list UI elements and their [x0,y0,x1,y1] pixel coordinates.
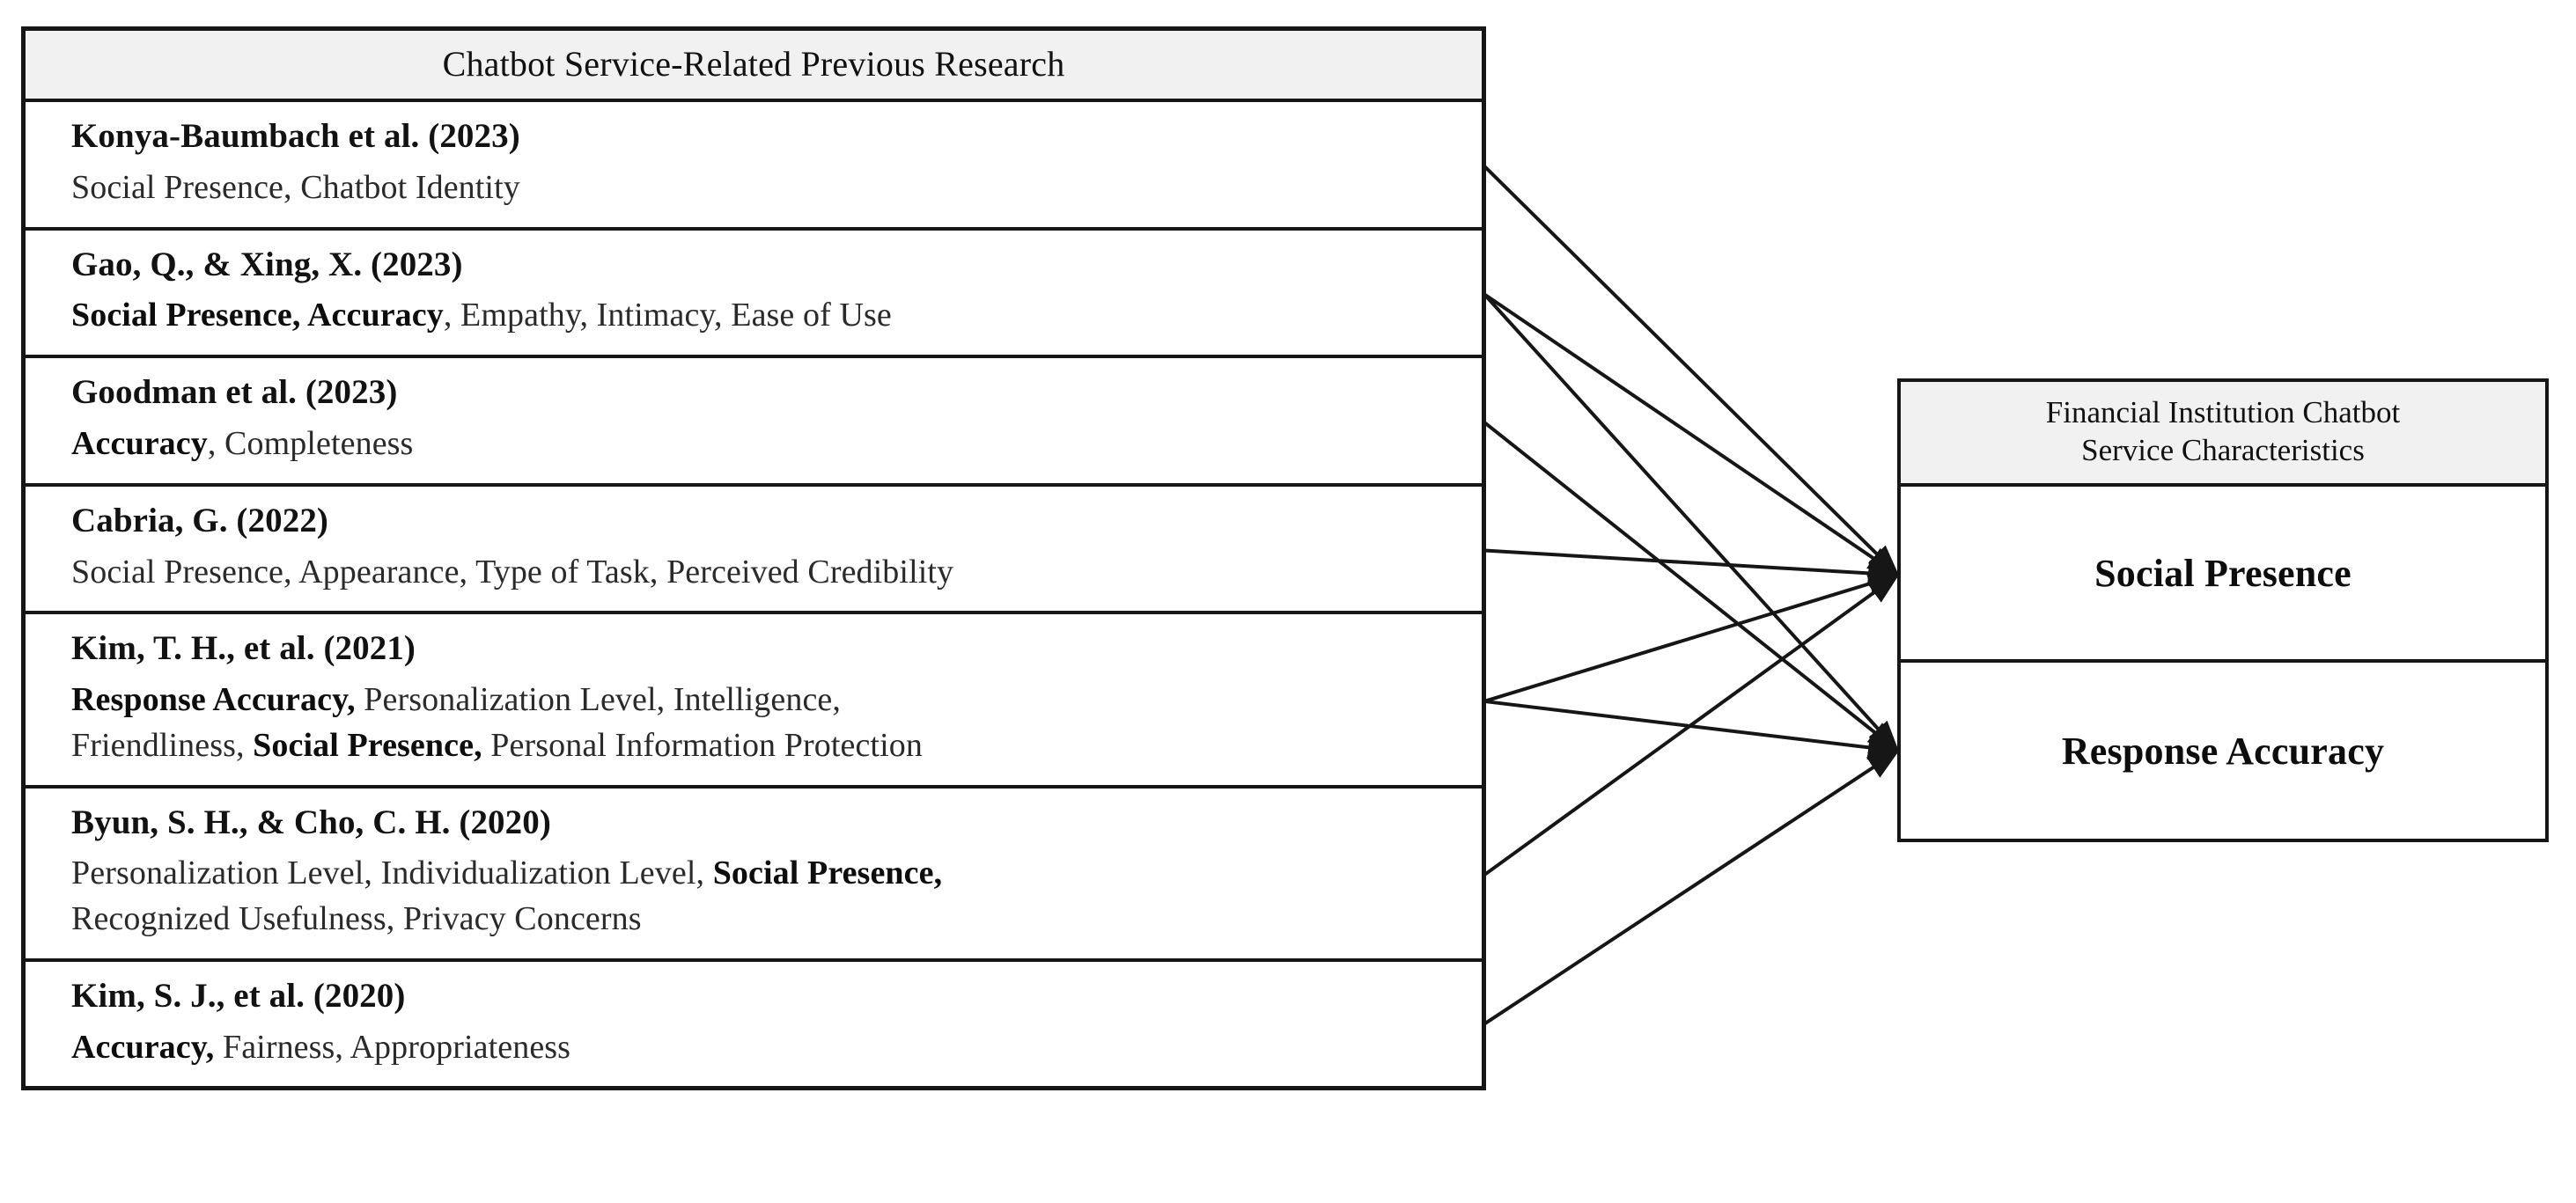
table-row: Cabria, G. (2022) Social Presence, Appear… [26,487,1482,615]
research-citation: Gao, Q., & Xing, X. (2023) [71,245,463,283]
variable-segment: Fairness, Appropriateness [214,1028,571,1066]
variable-segment: Personalization Level, Individualization… [71,855,713,892]
variable-segment: Social Presence, [712,855,943,892]
research-variables-line: Social Presence, Chatbot Identity [71,165,1482,211]
chatbot-characteristics-header: Financial Institution Chatbot Service Ch… [1901,382,2545,488]
chatbot-characteristics-box: Financial Institution Chatbot Service Ch… [1897,378,2549,843]
influence-arrow [1483,165,1900,576]
chatbot-characteristics-header-line1: Financial Institution Chatbot [2045,395,2401,429]
research-variables-line: Friendliness, Social Presence, Personal … [71,723,1482,769]
variable-segment: Accuracy, [71,1028,215,1066]
influence-arrow [1483,421,1900,752]
research-citation: Cabria, G. (2022) [71,501,329,539]
previous-research-table-header: Chatbot Service-Related Previous Researc… [26,31,1482,102]
variable-segment: Friendliness, [71,726,254,764]
influence-arrow [1483,699,1900,760]
table-row: Gao, Q., & Xing, X. (2023) Social Presenc… [26,231,1482,359]
table-row: Byun, S. H., & Cho, C. H. (2020) Personal… [26,789,1482,962]
variable-segment: , Empathy, Intimacy, Ease of Use [443,297,892,334]
variable-segment: , Completeness [207,425,414,463]
research-variables-line: Response Accuracy, Personalization Level… [71,678,1482,723]
influence-arrow [1483,548,1900,586]
variable-segment: Social Presence, Accuracy [71,297,444,334]
influence-arrow [1483,571,1900,703]
table-row: Konya-Baumbach et al. (2023) Social Prese… [26,102,1482,231]
table-row: Kim, S. J., et al. (2020) Accuracy, Fairn… [26,962,1482,1087]
previous-research-table-body: Konya-Baumbach et al. (2023) Social Prese… [26,102,1482,1086]
variable-segment: Social Presence, Chatbot Identity [71,168,520,206]
influence-arrow [1483,293,1900,752]
variable-segment: Social Presence, [253,726,482,764]
previous-research-table: Chatbot Service-Related Previous Researc… [21,26,1486,1091]
variable-segment: Accuracy [71,425,208,463]
research-variables-line: Recognized Usefulness, Privacy Concerns [71,897,1482,943]
variable-segment: Response Accuracy, [71,681,356,719]
variable-segment: Recognized Usefulness, Privacy Concerns [71,900,642,938]
research-variables-line: Accuracy, Fairness, Appropriateness [71,1025,1482,1071]
chatbot-characteristics-header-line2: Service Characteristics [2081,432,2365,467]
research-variables-line: Social Presence, Appearance, Type of Tas… [71,550,1482,596]
influence-arrow [1483,292,1900,577]
research-citation: Byun, S. H., & Cho, C. H. (2020) [71,803,551,841]
variable-segment: Social Presence, Appearance, Type of Tas… [71,553,954,590]
table-row: Kim, T. H., et al. (2021) Response Accura… [26,614,1482,789]
variable-segment: Personal Information Protection [482,726,923,764]
characteristic-cell: Response Accuracy [2061,729,2385,773]
research-citation: Kim, S. J., et al. (2020) [71,976,406,1015]
influence-arrow [1483,749,1900,1026]
influence-arrow [1483,573,1900,877]
research-citation: Konya-Baumbach et al. (2023) [71,117,520,155]
research-variables-line: Personalization Level, Individualization… [71,851,1482,897]
variable-segment: Personalization Level, Intelligence, [355,681,841,719]
research-variables-line: Social Presence, Accuracy, Empathy, Inti… [71,293,1482,339]
research-variables-line: Accuracy, Completeness [71,422,1482,467]
research-citation: Goodman et al. (2023) [71,373,398,412]
characteristic-cell: Social Presence [1901,487,2545,664]
table-row: Goodman et al. (2023) Accuracy, Completen… [26,358,1482,487]
research-citation: Kim, T. H., et al. (2021) [71,629,416,668]
